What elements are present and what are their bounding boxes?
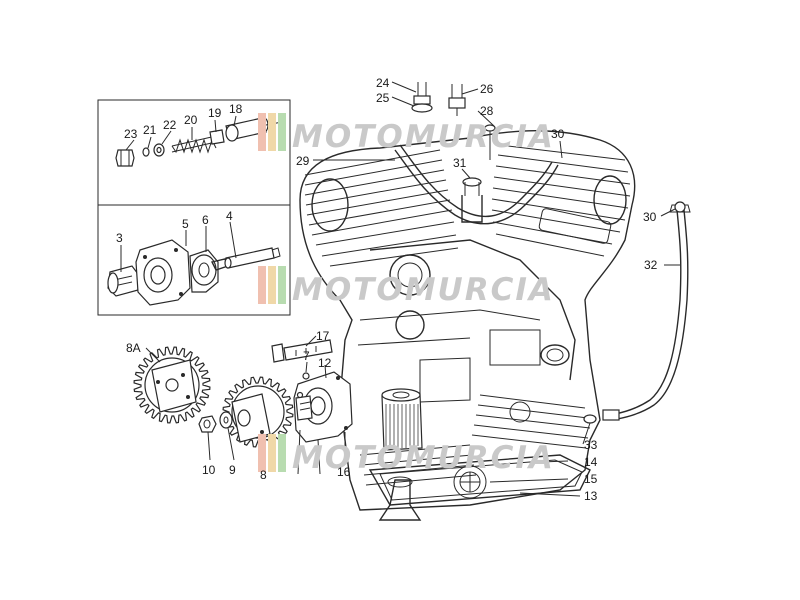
part-label-7: 7 — [303, 349, 310, 363]
part-label-33: 33 — [584, 438, 598, 452]
part-label-4: 4 — [226, 209, 233, 223]
watermark-text-1: MOTOMURCIA — [292, 119, 555, 155]
watermark-group: MOTOMURCIA MOTOMURCIA MOTOMURCIA — [258, 113, 555, 476]
watermark-text-2: MOTOMURCIA — [292, 272, 555, 308]
part-label-3: 3 — [116, 231, 123, 245]
oil-pump-body-12 — [293, 371, 353, 443]
part-label-32: 32 — [644, 258, 658, 272]
part-label-30-right: 30 — [643, 210, 657, 224]
watermark-logo: MOTOMURCIA — [258, 434, 555, 476]
part-label-18: 18 — [229, 102, 243, 116]
part-label-10: 10 — [202, 463, 216, 477]
part-label-15: 15 — [584, 472, 598, 486]
part-label-19: 19 — [208, 106, 222, 120]
part-label-24: 24 — [376, 76, 390, 90]
part-label-16: 16 — [337, 465, 351, 479]
part-label-23: 23 — [124, 127, 138, 141]
inset-oil-pressure-valve — [97, 99, 291, 316]
watermark-logo: MOTOMURCIA — [258, 266, 555, 308]
part-label-20: 20 — [184, 113, 198, 127]
timing-gear-8A — [133, 346, 211, 424]
watermark-text-3: MOTOMURCIA — [292, 440, 555, 476]
part-label-12: 12 — [318, 356, 332, 370]
part-label-14: 14 — [584, 455, 598, 469]
watermark-logo: MOTOMURCIA — [258, 113, 555, 155]
oil-line-hose — [583, 201, 691, 424]
engine-block — [299, 130, 636, 521]
part-label-25: 25 — [376, 91, 390, 105]
part-label-29: 29 — [296, 154, 310, 168]
part-label-26: 26 — [480, 82, 494, 96]
oil-pump-gear-8 — [222, 376, 294, 448]
part-label-9: 9 — [229, 463, 236, 477]
breather-pipe-assembly — [394, 144, 559, 225]
part-label-31: 31 — [453, 156, 467, 170]
nut-and-washer — [198, 411, 233, 433]
part-label-5: 5 — [182, 217, 189, 231]
part-labels: 24 25 26 28 23 21 22 20 19 18 30 29 31 3… — [116, 76, 658, 503]
part-label-6: 6 — [202, 213, 209, 227]
leader-lines — [120, 81, 680, 497]
part-label-13: 13 — [584, 489, 598, 503]
part-label-28: 28 — [480, 104, 494, 118]
oil-pressure-sensors — [411, 82, 496, 160]
part-label-8A: 8A — [126, 341, 141, 355]
part-label-21: 21 — [143, 123, 157, 137]
part-label-8: 8 — [260, 468, 267, 482]
part-label-17: 17 — [316, 329, 330, 343]
bolt-17 — [271, 339, 333, 363]
oil-filter-cartridge — [381, 388, 423, 451]
part-label-22: 22 — [163, 118, 177, 132]
part-label-30-top: 30 — [551, 127, 565, 141]
